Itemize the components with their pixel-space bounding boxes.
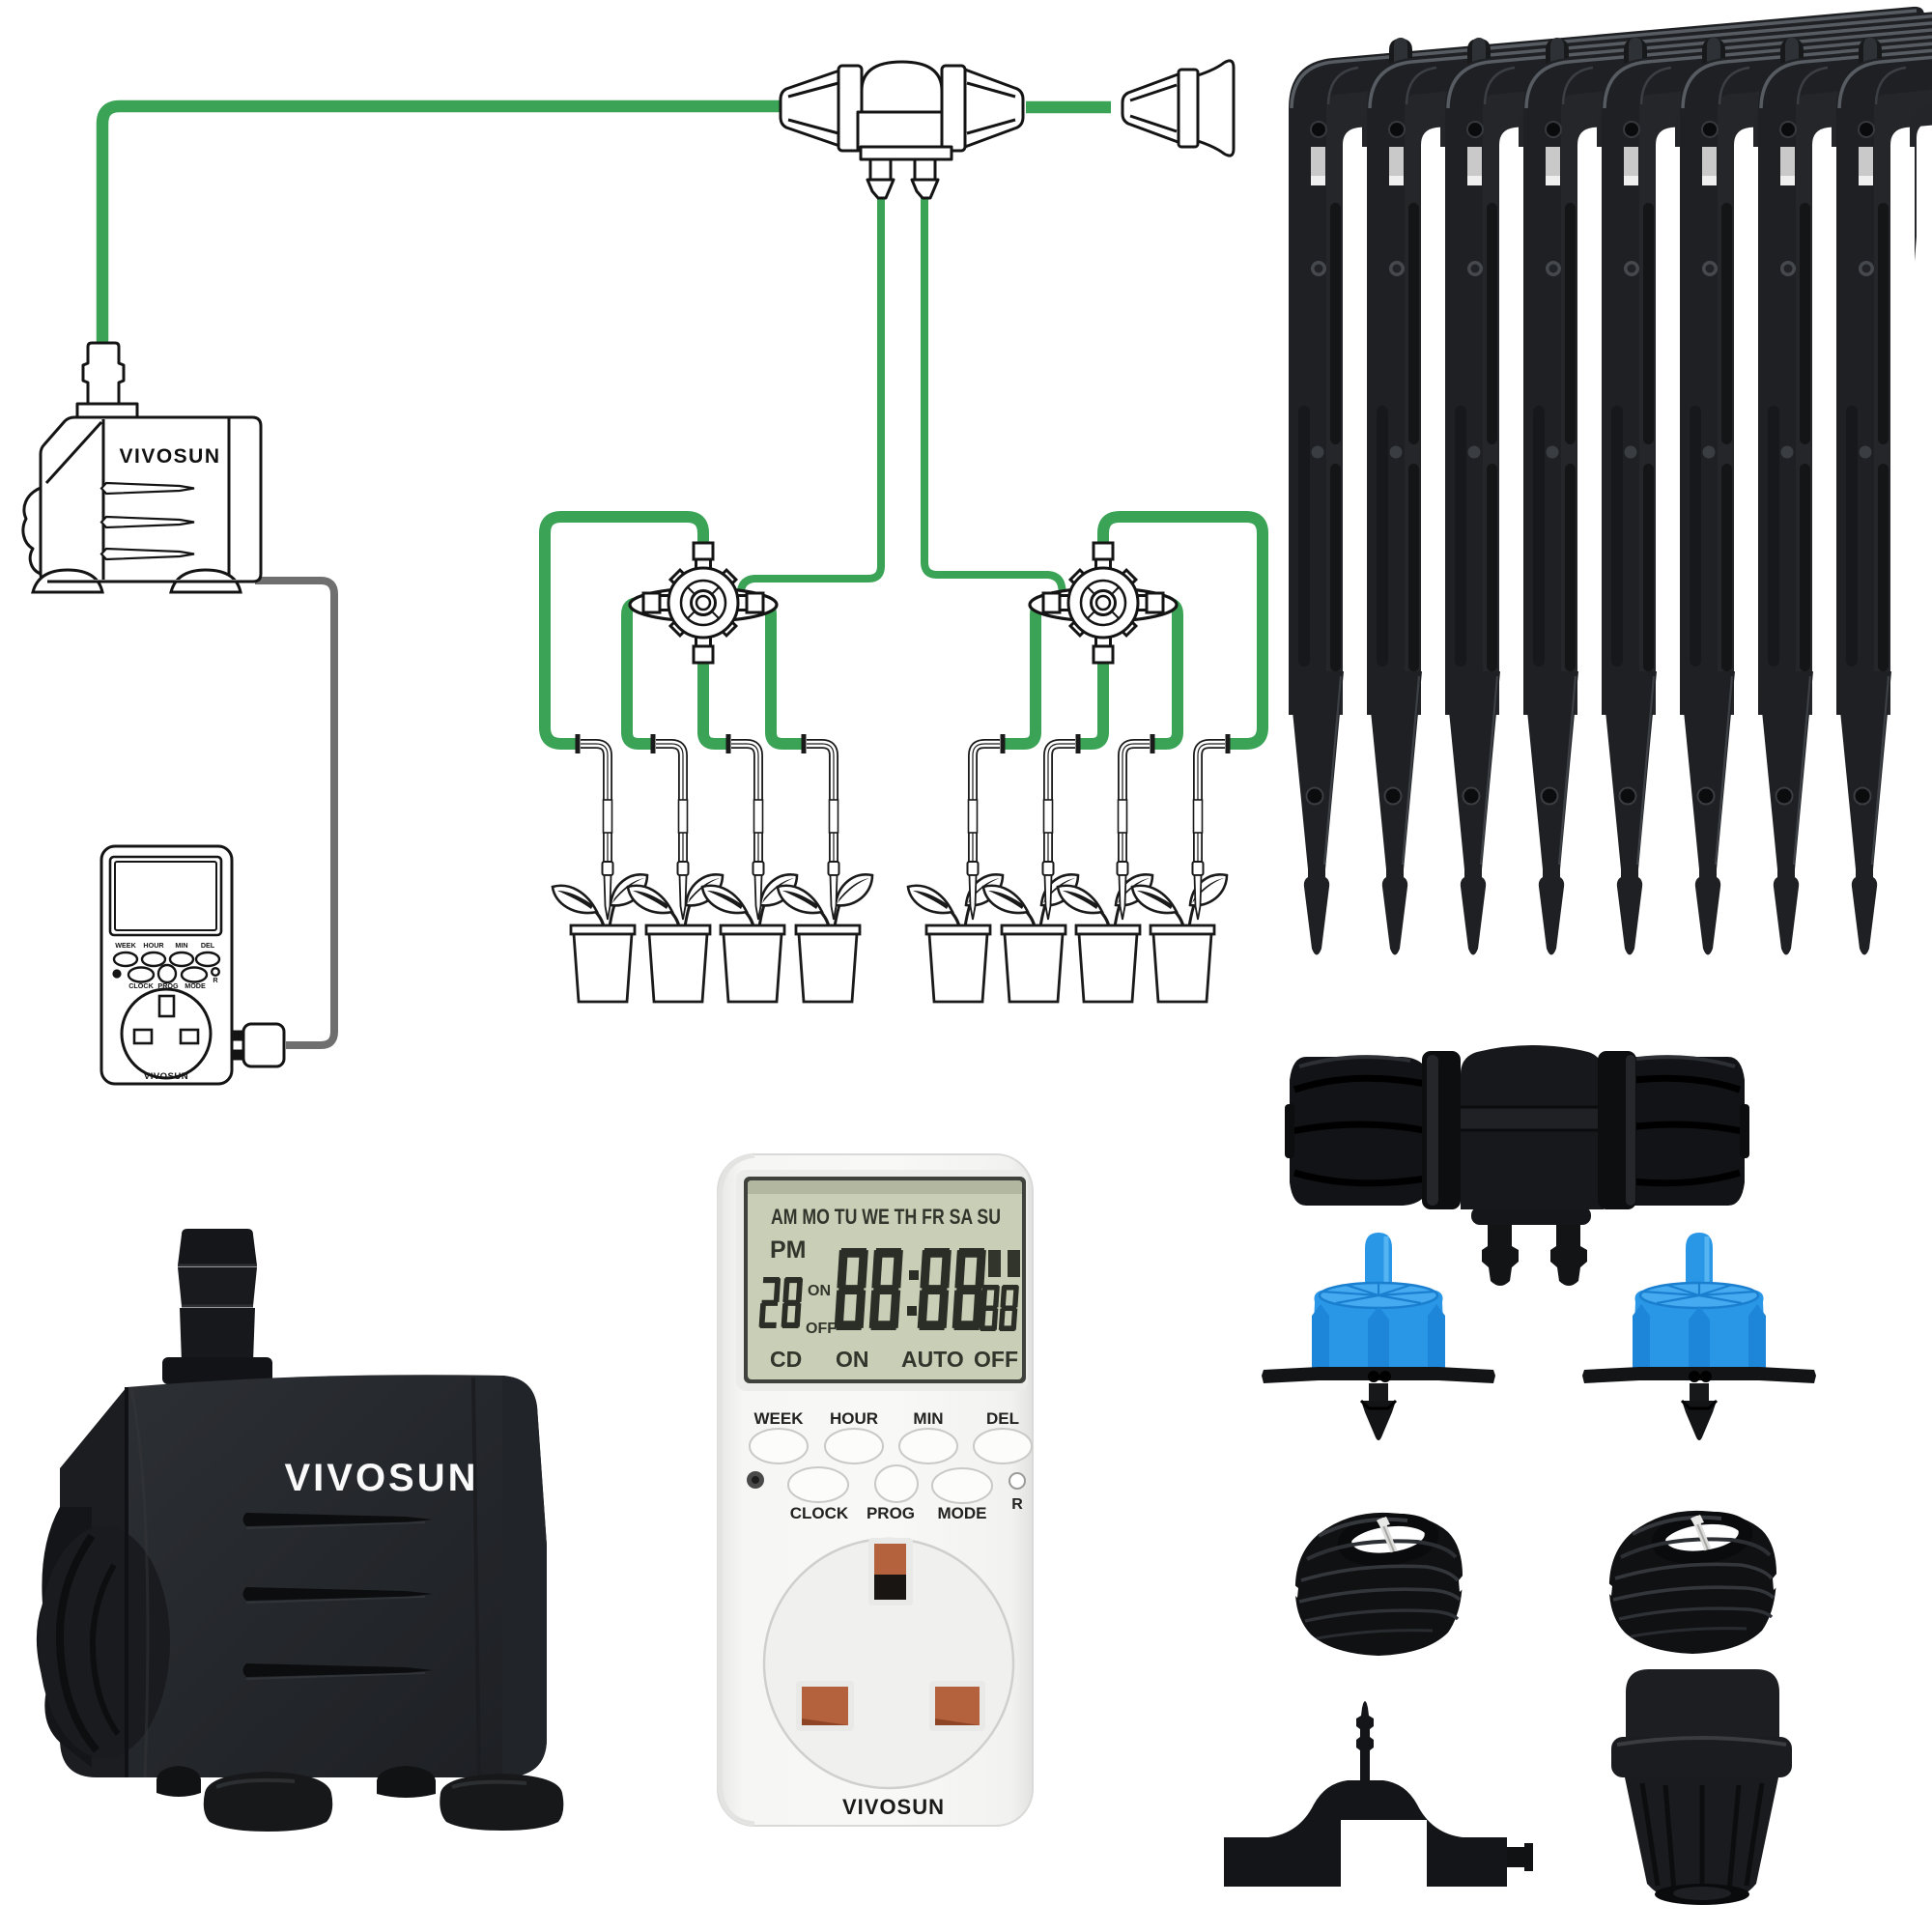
svg-text:VIVOSUN: VIVOSUN: [842, 1795, 945, 1819]
svg-text:MIN: MIN: [913, 1409, 943, 1428]
svg-text:PM: PM: [770, 1236, 807, 1264]
svg-text:PROG: PROG: [867, 1504, 915, 1522]
svg-text:HOUR: HOUR: [143, 941, 164, 950]
svg-text:VIVOSUN: VIVOSUN: [144, 1071, 188, 1082]
svg-text:DEL: DEL: [986, 1409, 1019, 1428]
svg-text:WEEK: WEEK: [115, 941, 136, 950]
svg-text:ON: ON: [808, 1283, 831, 1299]
svg-text:WEEK: WEEK: [754, 1409, 805, 1428]
svg-text:OFF: OFF: [974, 1347, 1018, 1372]
svg-text:DEL: DEL: [201, 941, 215, 950]
svg-text:VIVOSUN: VIVOSUN: [119, 445, 220, 468]
svg-text:ON: ON: [836, 1347, 869, 1372]
svg-text:R: R: [213, 976, 218, 984]
svg-text:MODE: MODE: [938, 1504, 987, 1522]
svg-text:R: R: [1011, 1496, 1023, 1513]
svg-text:MIN: MIN: [175, 941, 187, 950]
svg-text:PROG: PROG: [157, 981, 179, 990]
svg-text:CLOCK: CLOCK: [790, 1504, 849, 1522]
svg-text:OFF: OFF: [806, 1321, 837, 1337]
svg-text:CLOCK: CLOCK: [128, 981, 154, 990]
svg-text:AM MO TU WE TH FR SA SU: AM MO TU WE TH FR SA SU: [771, 1205, 1001, 1229]
svg-text:AUTO: AUTO: [901, 1347, 964, 1372]
svg-text:CD: CD: [770, 1347, 802, 1372]
svg-text:HOUR: HOUR: [830, 1409, 878, 1428]
svg-text:VIVOSUN: VIVOSUN: [284, 1457, 478, 1499]
svg-text:MODE: MODE: [185, 981, 206, 990]
